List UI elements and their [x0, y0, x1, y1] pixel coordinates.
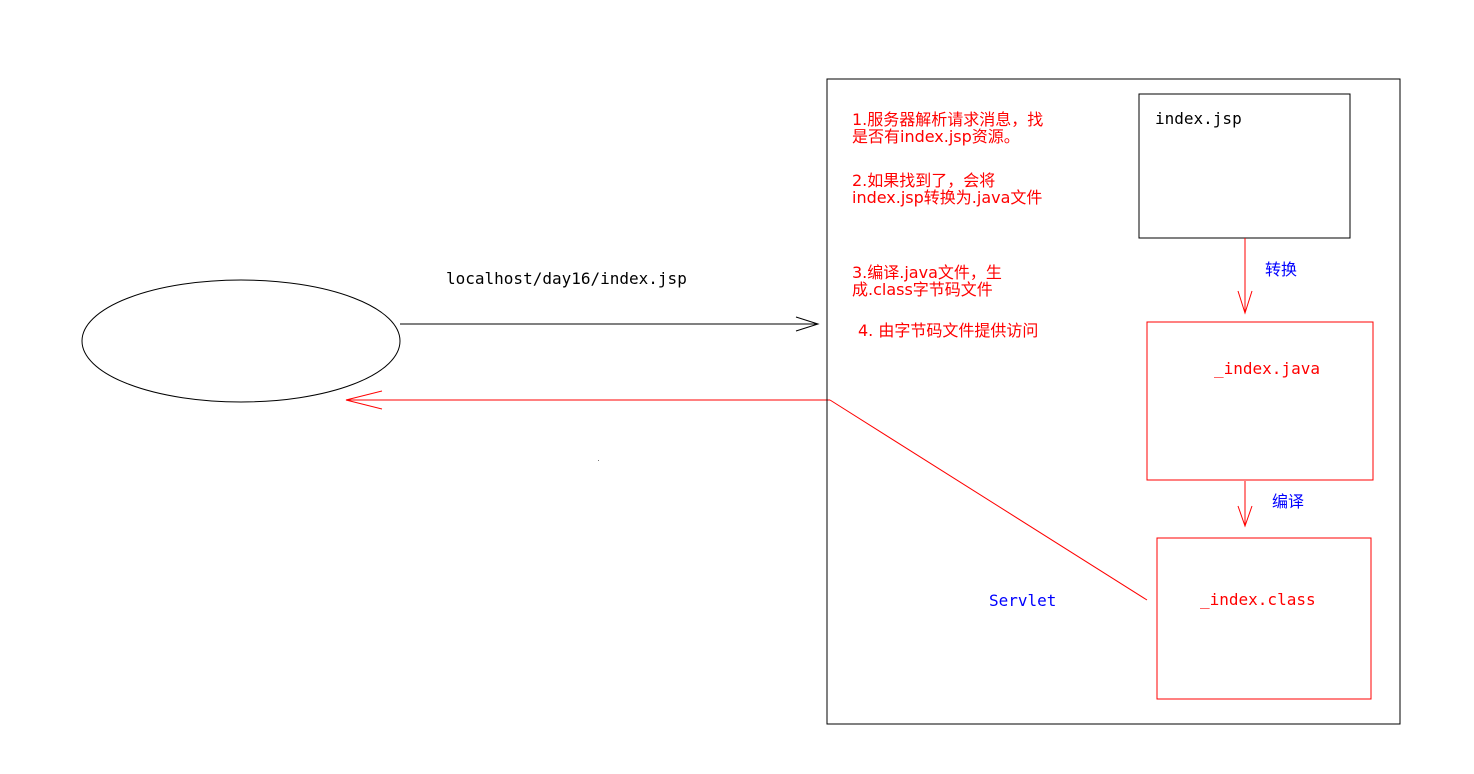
- request-url-label: localhost/day16/index.jsp: [446, 269, 687, 288]
- step-4-text: 4. 由字节码文件提供访问: [858, 321, 1039, 340]
- java-file-box: [1146, 321, 1374, 481]
- compile-arrow-head: [1237, 505, 1253, 528]
- client-ellipse: [81, 279, 401, 403]
- step-1-text: 1.服务器解析请求消息，找 是否有index.jsp资源。: [852, 110, 1044, 146]
- servlet-line: [829, 399, 1148, 601]
- class-file-label: _index.class: [1200, 590, 1316, 609]
- jsp-file-label: index.jsp: [1155, 109, 1242, 128]
- compile-arrow-label: 编译: [1272, 492, 1305, 511]
- convert-arrow-head: [1237, 290, 1253, 315]
- server-box: [826, 78, 1401, 725]
- step-2-text: 2.如果找到了，会将 index.jsp转换为.java文件: [852, 171, 1043, 207]
- java-file-label: _index.java: [1214, 359, 1320, 378]
- servlet-label: Servlet: [989, 591, 1057, 610]
- convert-arrow-label: 转换: [1265, 260, 1298, 279]
- response-arrow-head: [345, 390, 383, 410]
- class-file-box: [1156, 537, 1372, 700]
- stray-dot: [598, 460, 599, 461]
- step-3-text: 3.编译.java文件，生 成.class字节码文件: [852, 263, 1002, 299]
- request-arrow-head: [795, 316, 820, 332]
